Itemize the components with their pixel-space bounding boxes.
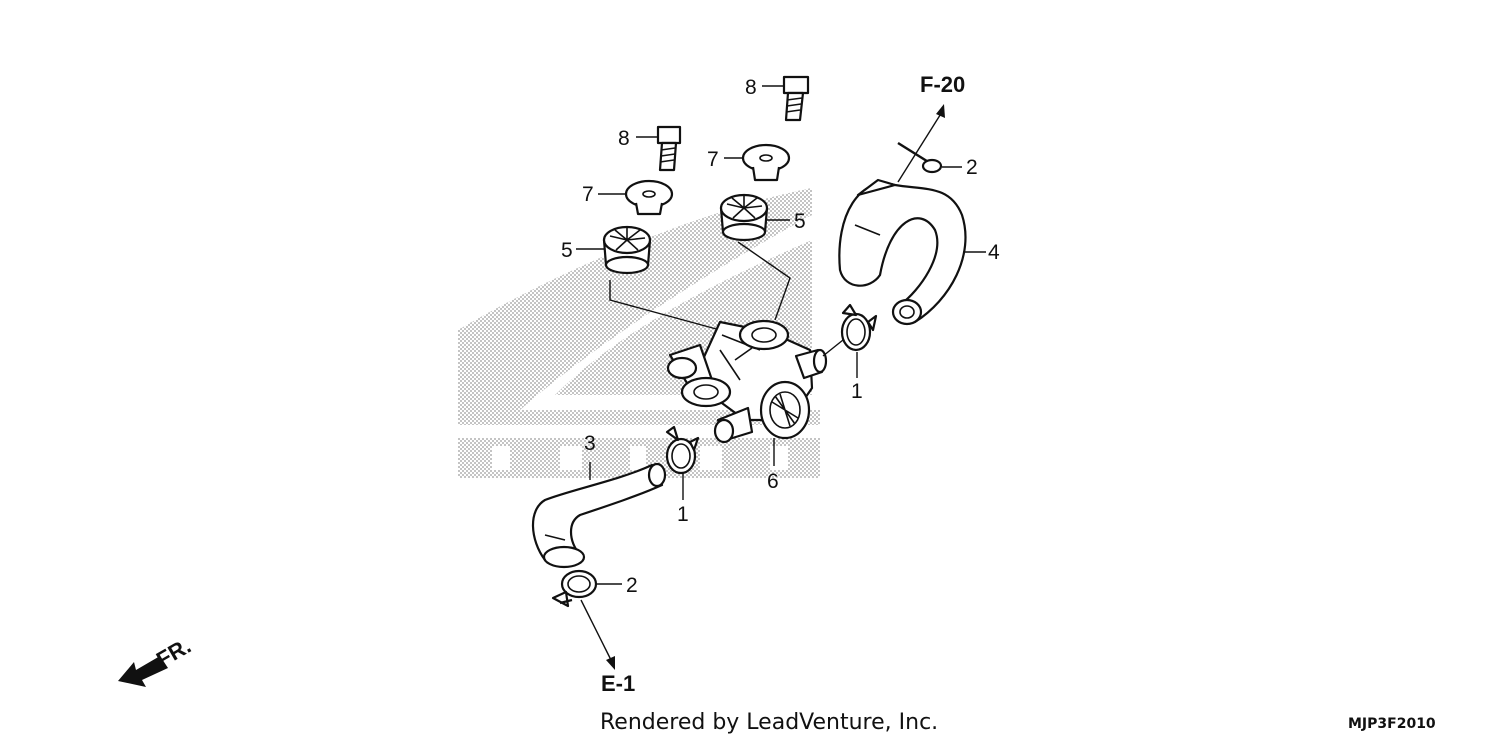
callout-5-left: 5 <box>561 239 573 262</box>
reference-label-bottom: E-1 <box>601 671 635 696</box>
callout-6: 6 <box>767 470 779 493</box>
bolt-right <box>782 75 810 122</box>
hose-clip-bottom <box>551 569 598 608</box>
diagram-reference-code: MJP3F2010 <box>1348 716 1436 732</box>
hose-clip-top <box>897 141 943 174</box>
leader-lines <box>576 85 986 670</box>
reference-label-top: F-20 <box>920 72 965 97</box>
callout-2-bottom: 2 <box>626 574 638 597</box>
callout-8-right: 8 <box>745 76 757 99</box>
callout-1-upper: 1 <box>851 380 863 403</box>
credit-text: Rendered by LeadVenture, Inc. <box>600 710 939 735</box>
hose-upper <box>838 178 967 326</box>
callout-3: 3 <box>584 432 596 455</box>
callout-1-lower: 1 <box>677 503 689 526</box>
bolt-left <box>656 125 682 172</box>
callout-8-left: 8 <box>618 127 630 150</box>
clip-upper <box>840 303 878 352</box>
collar-left <box>624 179 674 216</box>
callout-7-left: 7 <box>582 183 594 206</box>
callout-4: 4 <box>988 241 1000 264</box>
collar-right <box>741 143 791 182</box>
rubber-mount-left <box>602 225 652 275</box>
front-arrow-icon <box>118 656 168 687</box>
rubber-mount-right <box>719 193 769 242</box>
hose-lower <box>531 462 667 569</box>
air-injection-valve <box>666 319 828 444</box>
clip-lower <box>665 425 700 475</box>
callout-7-right: 7 <box>707 148 719 171</box>
callout-2-top: 2 <box>966 156 978 179</box>
callout-5-right: 5 <box>794 210 806 233</box>
